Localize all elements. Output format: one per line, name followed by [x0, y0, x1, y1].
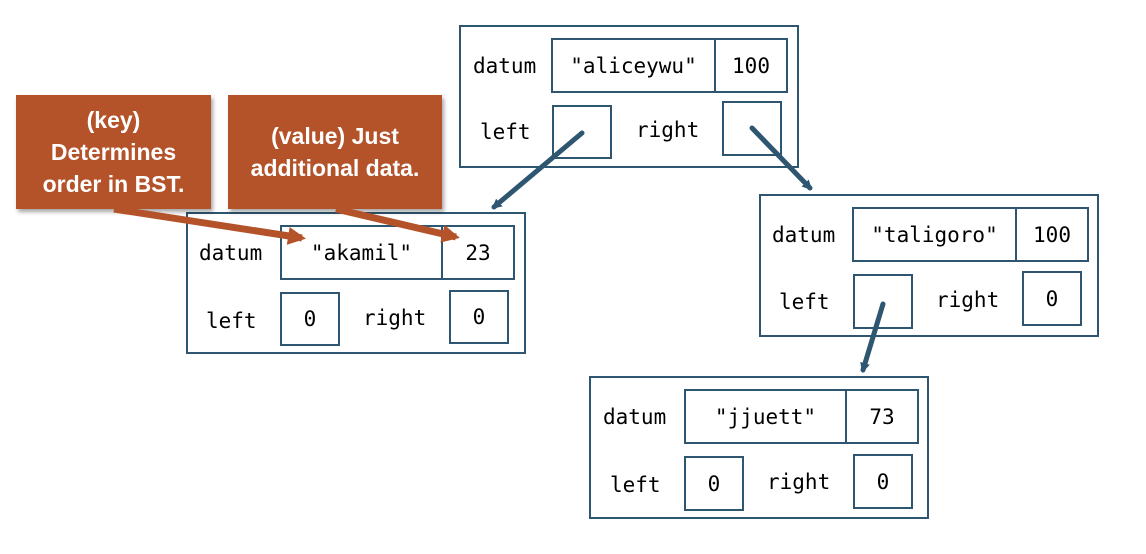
node-taligoro: [759, 194, 1099, 337]
value-cell: 100: [714, 38, 788, 93]
key-cell: "aliceywu": [551, 38, 716, 93]
left-pointer-cell: 0: [280, 292, 340, 346]
right-pointer-cell: [722, 101, 782, 156]
right-label: right: [363, 306, 427, 330]
datum-label: datum: [199, 241, 263, 265]
key-callout: (key) Determines order in BST.: [16, 95, 211, 209]
left-label: left: [610, 473, 661, 497]
value-cell: 73: [845, 389, 919, 444]
datum-label: datum: [772, 223, 836, 247]
right-pointer-cell: 0: [853, 454, 913, 509]
right-label: right: [636, 118, 700, 142]
key-cell: "jjuett": [684, 389, 847, 444]
left-pointer-cell: 0: [684, 456, 744, 511]
value-cell: 100: [1015, 207, 1089, 262]
datum-label: datum: [473, 54, 537, 78]
right-label: right: [767, 470, 831, 494]
datum-label: datum: [603, 405, 667, 429]
node-jjuett: [589, 376, 929, 519]
key-cell: "akamil": [280, 225, 443, 280]
left-pointer-cell: [552, 105, 612, 159]
right-pointer-cell: 0: [449, 290, 509, 344]
value-cell: 23: [441, 225, 515, 280]
left-label: left: [206, 309, 257, 333]
right-label: right: [936, 288, 1000, 312]
left-pointer-cell: [853, 274, 913, 329]
left-label: left: [480, 120, 531, 144]
left-label: left: [779, 290, 830, 314]
key-cell: "taligoro": [852, 207, 1017, 262]
value-callout: (value) Just additional data.: [228, 95, 442, 209]
right-pointer-cell: 0: [1022, 271, 1082, 326]
